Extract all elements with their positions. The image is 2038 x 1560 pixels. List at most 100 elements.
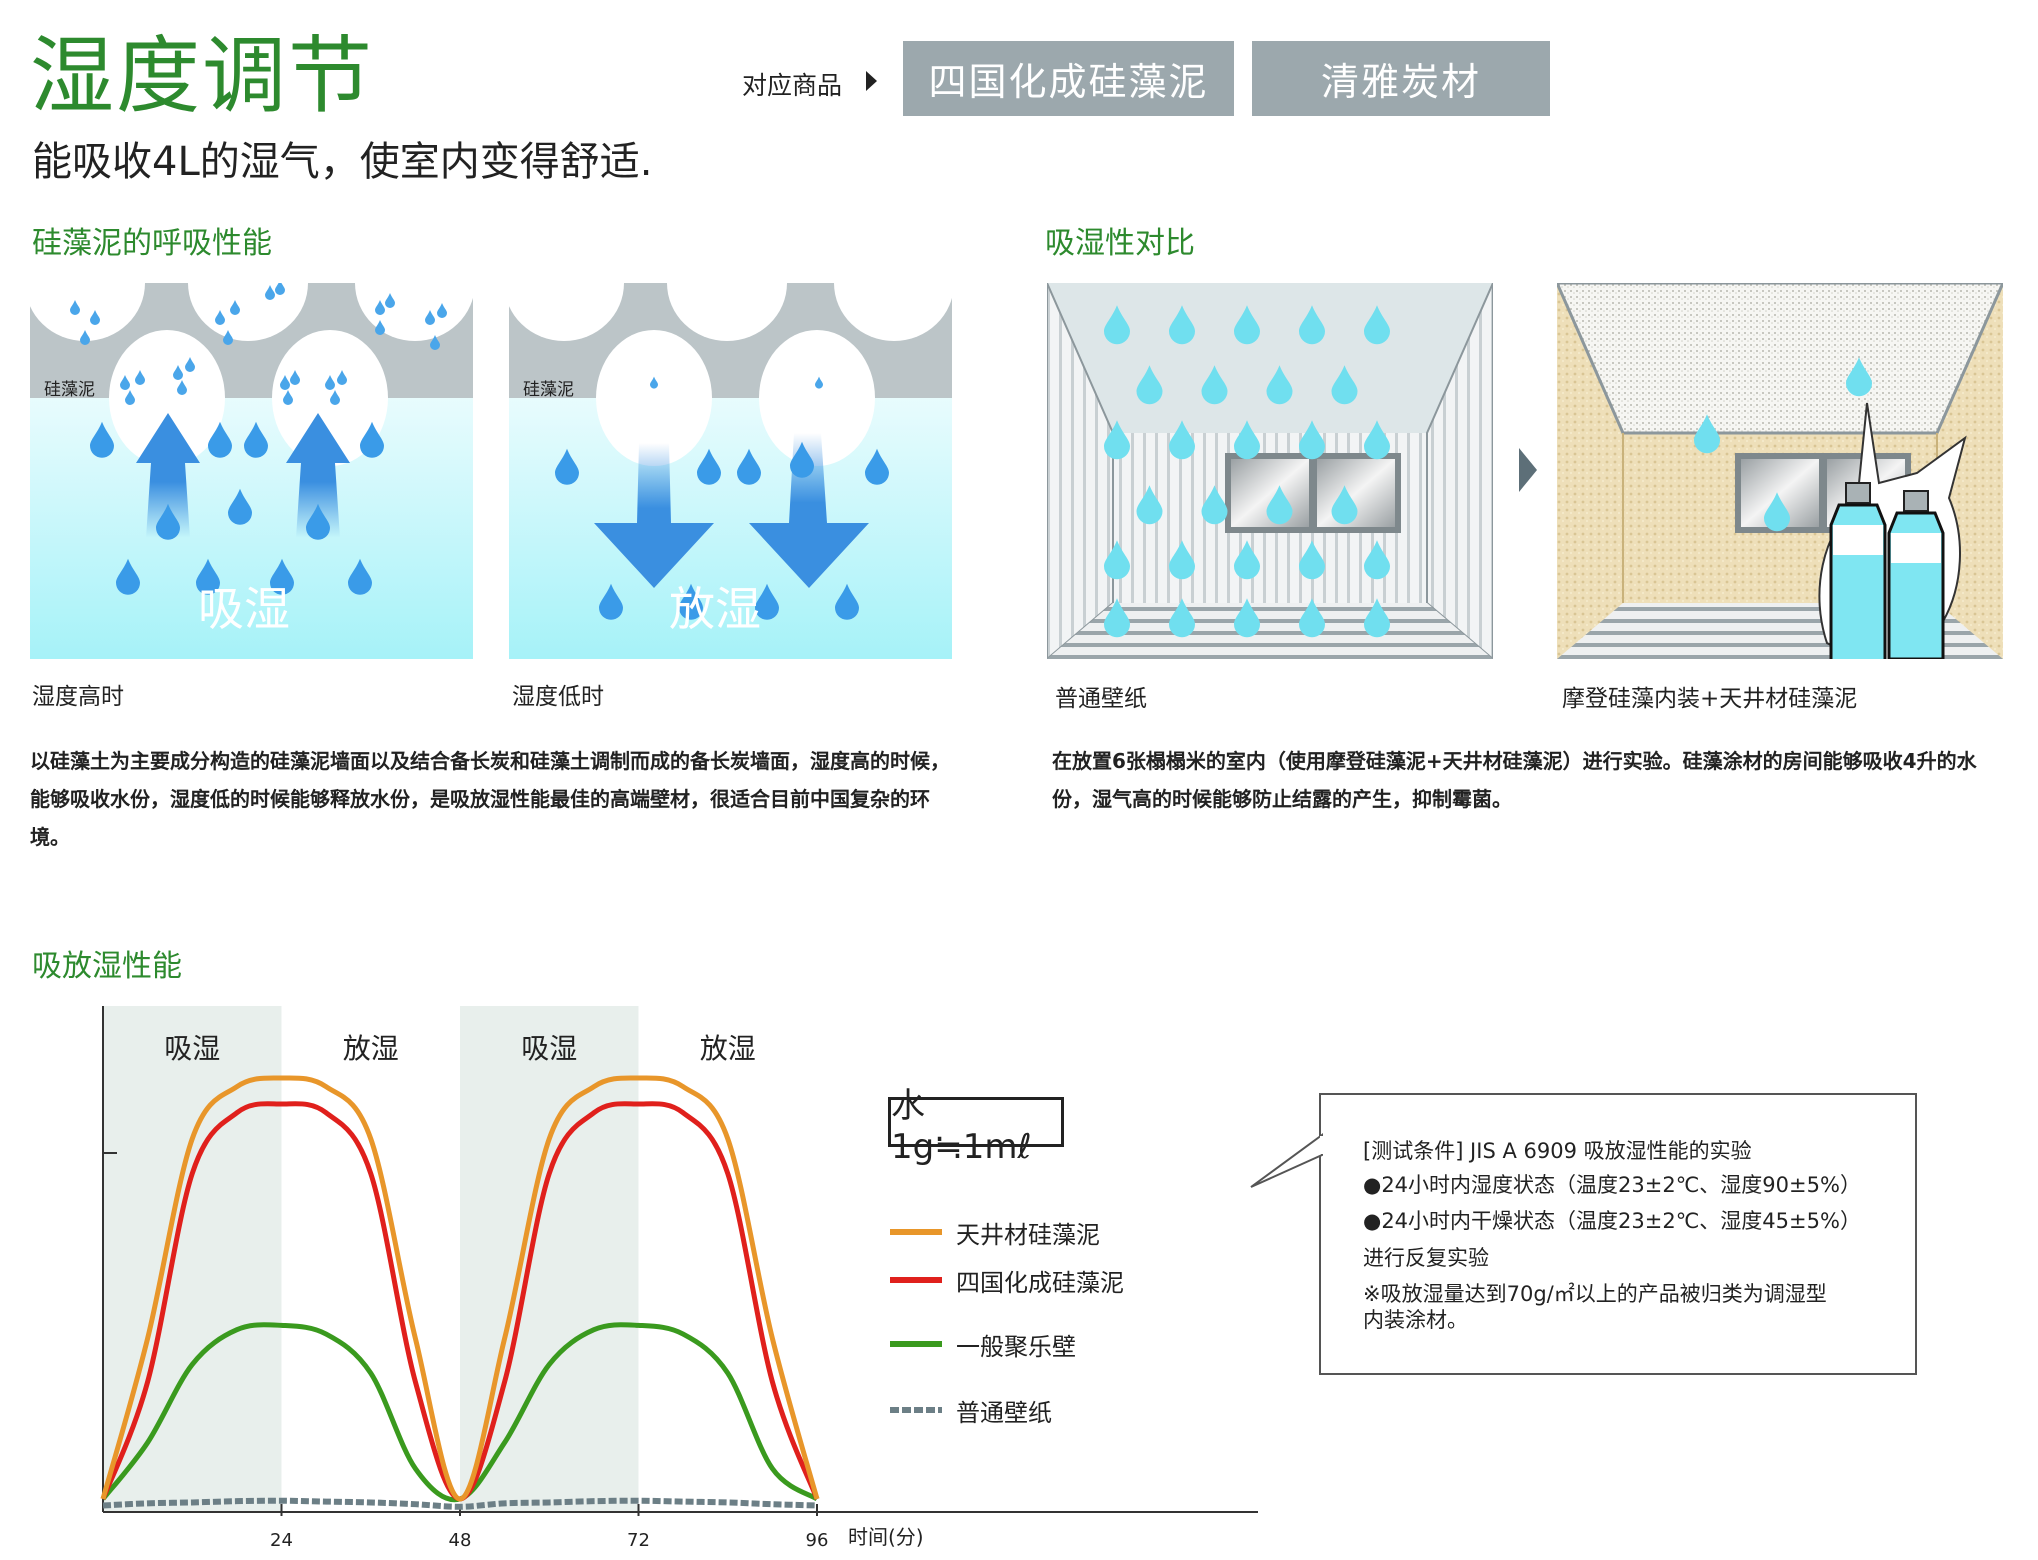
water-drop-icon — [70, 300, 80, 315]
water-drop-icon — [116, 558, 140, 595]
test-condition-line: ※吸放湿量达到70g/㎡以上的产品被归类为调湿型 — [1363, 1282, 1827, 1306]
water-drop-icon — [555, 448, 579, 485]
water-drop-icon — [215, 310, 225, 325]
water-drop-icon — [1104, 598, 1130, 638]
water-drop-icon — [265, 285, 275, 300]
water-drop-icon — [790, 441, 814, 478]
water-drop-icon — [650, 376, 658, 389]
water-drop-icon — [1331, 485, 1358, 525]
water-drop-icon — [1299, 305, 1325, 345]
arrow-up-icon — [136, 413, 200, 538]
water-drop-icon — [275, 283, 285, 295]
water-bottle-icon — [1829, 482, 1887, 659]
test-condition-line: 进行反复实验 — [1363, 1246, 1489, 1270]
water-drop-icon — [1331, 365, 1358, 405]
water-drop-icon — [244, 421, 268, 458]
page-title: 湿度调节 — [30, 27, 375, 125]
water-drop-icon — [80, 330, 90, 345]
water-drop-icon — [208, 421, 232, 458]
water-drop-icon — [1299, 420, 1325, 460]
water-drop-icon — [425, 310, 435, 325]
legend-swatch — [890, 1341, 942, 1347]
water-drop-icon — [1201, 365, 1228, 405]
water-drop-icon — [1266, 365, 1293, 405]
water-drop-icon — [437, 303, 447, 318]
water-drop-icon — [228, 488, 252, 525]
water-drop-icon — [1234, 305, 1260, 345]
caption-diatomite-room: 摩登硅藻内装+天井材硅藻泥 — [1562, 686, 1858, 712]
breathing-heading: 硅藻泥的呼吸性能 — [32, 226, 272, 261]
test-condition-line: [测试条件] JIS A 6909 吸放湿性能的实验 — [1363, 1139, 1752, 1163]
water-drop-icon — [125, 390, 135, 405]
diatomite-room-illustration — [1557, 283, 2003, 659]
water-drop-icon — [280, 375, 290, 390]
x-tick-label: 72 — [627, 1530, 650, 1551]
water-drop-icon — [835, 583, 859, 620]
water-drop-icon — [1136, 365, 1163, 405]
phase-label: 放湿 — [700, 1032, 756, 1065]
water-bottle-icon — [1887, 490, 1945, 659]
water-drop-icon — [1764, 492, 1790, 532]
water-drop-icon — [330, 390, 340, 405]
water-drop-icon — [223, 330, 233, 345]
water-drop-icon — [1169, 420, 1195, 460]
callout-pointer — [1250, 1133, 1324, 1188]
caption-high-humidity: 湿度高时 — [32, 684, 124, 710]
absorb-illustration: 硅藻泥 吸湿 — [30, 283, 473, 659]
water-drop-icon — [375, 320, 385, 335]
water-drop-icon — [1364, 540, 1390, 580]
legend-label: 一般聚乐壁 — [956, 1332, 1076, 1361]
water-drop-icon — [865, 448, 889, 485]
test-condition-line: ●24小时内湿度状态（温度23±2℃、湿度90±5%） — [1363, 1173, 1861, 1197]
arrow-down-icon — [749, 433, 869, 588]
water-drop-icon — [815, 376, 823, 389]
water-drop-icon — [270, 558, 294, 595]
water-drop-icon — [1694, 414, 1720, 454]
x-tick-label: 48 — [449, 1530, 472, 1551]
comparison-description: 在放置6张榻榻米的室内（使用摩登硅藻泥+天井材硅藻泥）进行实验。硅藻涂材的房间能… — [1052, 749, 1977, 811]
water-drop-icon — [679, 583, 703, 620]
material-label: 硅藻泥 — [44, 380, 95, 400]
product-button-qingya[interactable]: 清雅炭材 — [1252, 41, 1550, 116]
comparison-heading: 吸湿性对比 — [1045, 226, 1195, 261]
product-button-shikoku[interactable]: 四国化成硅藻泥 — [903, 41, 1234, 116]
water-drop-icon — [1104, 420, 1130, 460]
phase-label: 吸湿 — [521, 1032, 577, 1065]
products-label: 对应商品 — [742, 71, 843, 100]
test-conditions-callout: [测试条件] JIS A 6909 吸放湿性能的实验 ●24小时内湿度状态（温度… — [1250, 1093, 1917, 1375]
legend-item: 四国化成硅藻泥 — [890, 1265, 1124, 1297]
water-drop-icon — [360, 421, 384, 458]
water-drop-icon — [156, 503, 180, 540]
arrow-down-icon — [594, 443, 714, 588]
arrow-right-icon — [1519, 448, 1537, 492]
water-drop-icon — [1104, 540, 1130, 580]
absorb-overlay-label: 吸湿 — [198, 582, 290, 636]
water-drop-icon — [599, 583, 623, 620]
water-drop-icon — [306, 503, 330, 540]
triangle-right-icon — [866, 71, 877, 91]
water-drop-icon — [1299, 598, 1325, 638]
water-drop-icon — [1234, 540, 1260, 580]
water-drop-icon — [1234, 420, 1260, 460]
water-drop-icon — [1201, 485, 1228, 525]
water-drop-icon — [177, 380, 187, 395]
material-label: 硅藻泥 — [523, 380, 574, 400]
release-illustration: 硅藻泥 放湿 — [509, 283, 952, 659]
performance-heading: 吸放湿性能 — [32, 949, 182, 984]
water-drop-icon — [230, 300, 240, 315]
water-drop-icon — [697, 448, 721, 485]
release-overlay-label: 放湿 — [669, 582, 761, 636]
water-drop-icon — [173, 365, 183, 380]
water-drop-icon — [375, 300, 385, 315]
water-drop-icon — [290, 370, 300, 385]
ordinary-wallpaper-room-illustration — [1047, 283, 1493, 659]
breathing-description: 以硅藻土为主要成分构造的硅藻泥墙面以及结合备长炭和硅藻土调制而成的备长炭墙面，湿… — [30, 749, 950, 849]
caption-low-humidity: 湿度低时 — [512, 684, 604, 710]
phase-label: 放湿 — [343, 1032, 399, 1065]
water-drop-icon — [1136, 485, 1163, 525]
water-drop-icon — [185, 357, 195, 372]
x-axis-label: 时间(分) — [848, 1525, 924, 1549]
caption-ordinary-wallpaper: 普通壁纸 — [1055, 686, 1147, 712]
water-drop-icon — [90, 310, 100, 325]
